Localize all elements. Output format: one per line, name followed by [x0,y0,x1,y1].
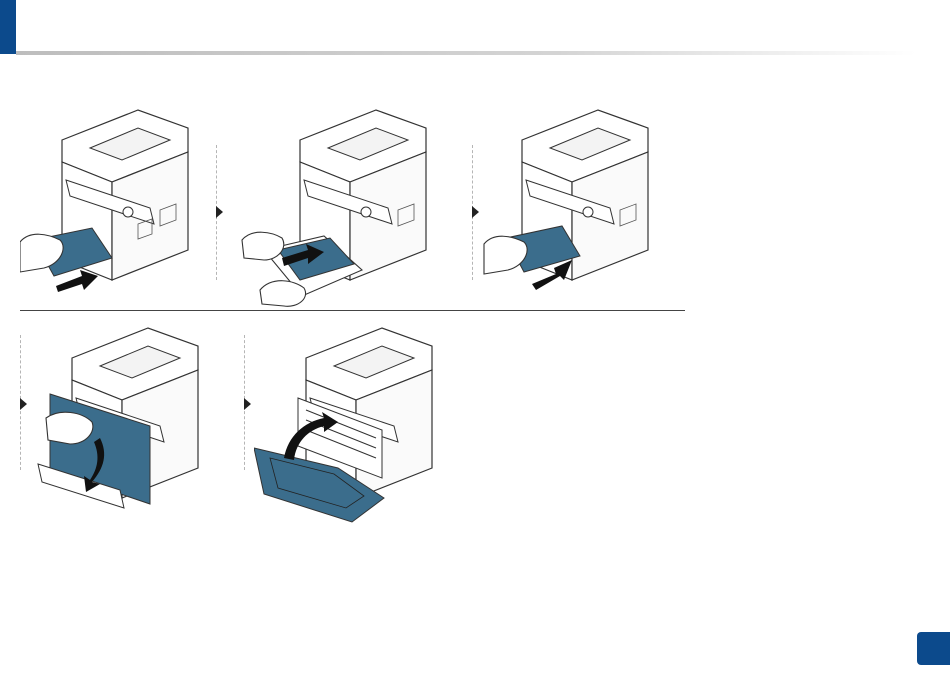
step-remove-jammed-paper [238,100,458,310]
next-step-arrow [20,398,27,410]
printer-paper-remove-icon [238,100,458,310]
page-number-badge [917,632,950,665]
header-accent-bar [0,0,16,54]
step-pull-out-tray [20,100,210,300]
header-rule [16,51,916,55]
row-separator [20,310,685,311]
next-step-arrow [472,206,479,218]
step-open-front-door [30,318,230,518]
step-insert-tray [480,100,680,300]
printer-tray-out-icon [20,100,210,300]
next-step-arrow [216,206,223,218]
printer-tray-in-icon [480,100,680,300]
printer-front-door-icon [30,318,230,518]
next-step-arrow [244,398,251,410]
printer-close-door-icon [254,318,464,528]
step-close-front-door [254,318,464,528]
